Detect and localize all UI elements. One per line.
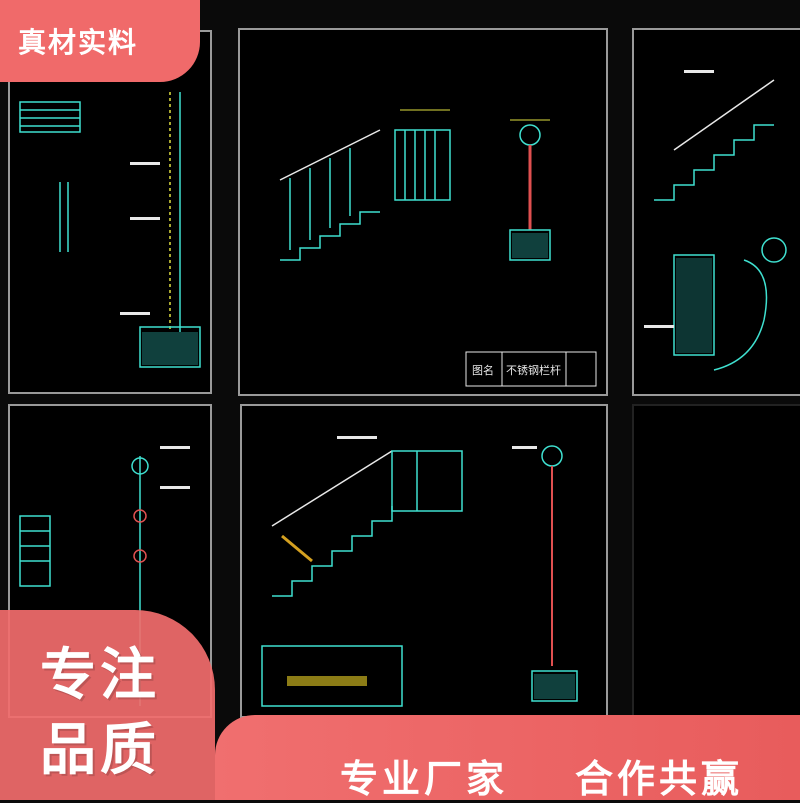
slogan-right: 合作共赢 (575, 757, 744, 801)
slogan-left: 专业厂家 (340, 757, 509, 801)
drawing-panel-top-left (8, 30, 212, 394)
top-badge: 真材实料 (0, 0, 200, 82)
handrail-section-drawing (644, 70, 787, 371)
drawing-panel-top-right (632, 28, 800, 396)
stair-railing-drawing: 图名 不锈钢栏杆 (279, 109, 597, 387)
drawing-panel-bottom-right-empty (632, 404, 800, 718)
quality-badge: 专注 品质 (0, 610, 215, 800)
railing-detail-drawing (19, 92, 201, 368)
drawing-panel-bottom-center (240, 404, 608, 718)
top-badge-label: 真材实料 (18, 26, 139, 59)
title-block-value: 不锈钢栏杆 (506, 363, 561, 377)
quality-badge-line1: 专注 (40, 643, 160, 708)
drawing-panel-top-center: 图名 不锈钢栏杆 (238, 28, 608, 396)
slogan-banner (215, 715, 800, 800)
stair-elevation-drawing (261, 436, 578, 707)
quality-badge-line2: 品质 (40, 718, 160, 783)
title-block-label: 图名 (472, 363, 494, 377)
